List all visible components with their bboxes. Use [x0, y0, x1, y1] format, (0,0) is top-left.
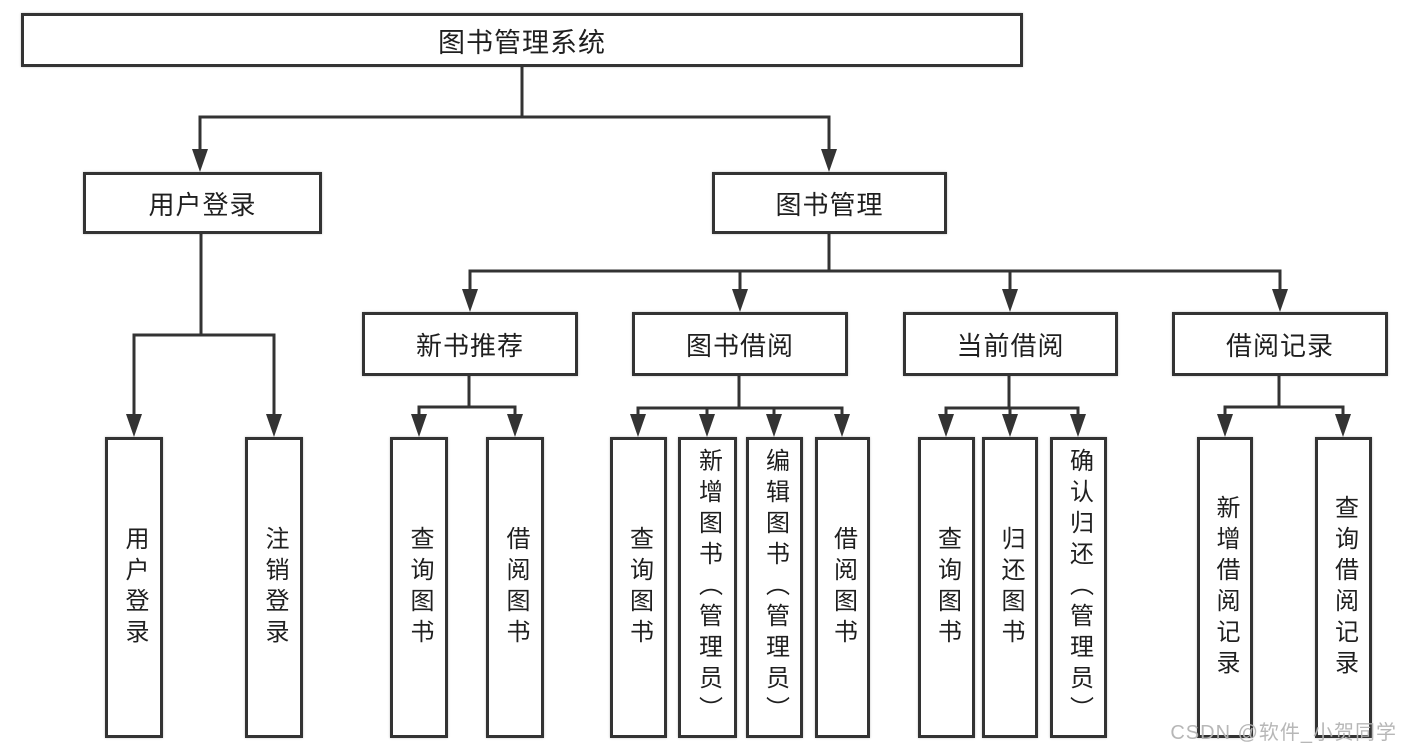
- node-root-system: 图书管理系统: [21, 13, 1023, 67]
- leaf-nbr-borrow-books-label: 借阅图书: [502, 525, 529, 650]
- leaf-user-login-label: 用户登录: [121, 525, 148, 650]
- leaf-cb-query-books-label: 查询图书: [933, 525, 961, 650]
- leaf-user-login: 用户登录: [105, 437, 163, 738]
- node-user-login: 用户登录: [83, 172, 322, 234]
- node-book-borrowing: 图书借阅: [632, 312, 848, 376]
- leaf-bb-edit-books-label: 编辑图书（管理员）: [761, 448, 789, 727]
- leaf-br-query-record: 查询借阅记录: [1315, 437, 1372, 738]
- leaf-bb-borrow-books-label: 借阅图书: [829, 525, 857, 650]
- csdn-watermark: CSDN @软件_小贺同学: [1170, 722, 1397, 744]
- node-book-management: 图书管理: [712, 172, 947, 234]
- leaf-br-query-record-label: 查询借阅记录: [1330, 494, 1358, 681]
- leaf-cb-confirm-return-label: 确认归还（管理员）: [1065, 448, 1093, 727]
- leaf-logout-label: 注销登录: [261, 525, 288, 650]
- node-user-login-label: 用户登录: [148, 189, 257, 220]
- leaf-bb-query-books-label: 查询图书: [625, 525, 653, 650]
- leaf-logout: 注销登录: [245, 437, 303, 738]
- arrowheads: [126, 149, 1351, 437]
- leaf-nbr-borrow-books: 借阅图书: [486, 437, 544, 738]
- node-book-management-label: 图书管理: [775, 189, 884, 220]
- leaf-nbr-query-books: 查询图书: [390, 437, 448, 738]
- leaf-bb-add-books: 新增图书（管理员）: [678, 437, 737, 738]
- leaf-bb-add-books-label: 新增图书（管理员）: [694, 448, 722, 727]
- node-borrowing-records-label: 借阅记录: [1225, 330, 1334, 361]
- leaf-bb-query-books: 查询图书: [610, 437, 667, 738]
- leaf-nbr-query-books-label: 查询图书: [406, 525, 433, 650]
- leaf-cb-return-books-label: 归还图书: [997, 525, 1024, 650]
- leaf-cb-query-books: 查询图书: [918, 437, 975, 738]
- leaf-bb-borrow-books: 借阅图书: [815, 437, 870, 738]
- leaf-cb-return-books: 归还图书: [982, 437, 1038, 738]
- leaf-bb-edit-books: 编辑图书（管理员）: [746, 437, 803, 738]
- node-root-system-label: 图书管理系统: [438, 27, 606, 58]
- leaf-cb-confirm-return: 确认归还（管理员）: [1050, 437, 1107, 738]
- node-current-borrowing: 当前借阅: [903, 312, 1118, 376]
- leaf-br-add-record: 新增借阅记录: [1197, 437, 1253, 738]
- node-book-borrowing-label: 图书借阅: [685, 330, 794, 361]
- node-new-book-recommend-label: 新书推荐: [415, 330, 524, 361]
- node-borrowing-records: 借阅记录: [1172, 312, 1388, 376]
- leaf-br-add-record-label: 新增借阅记录: [1212, 494, 1239, 681]
- connector-lines: [132, 67, 1345, 417]
- node-current-borrowing-label: 当前借阅: [956, 330, 1065, 361]
- node-new-book-recommend: 新书推荐: [362, 312, 578, 376]
